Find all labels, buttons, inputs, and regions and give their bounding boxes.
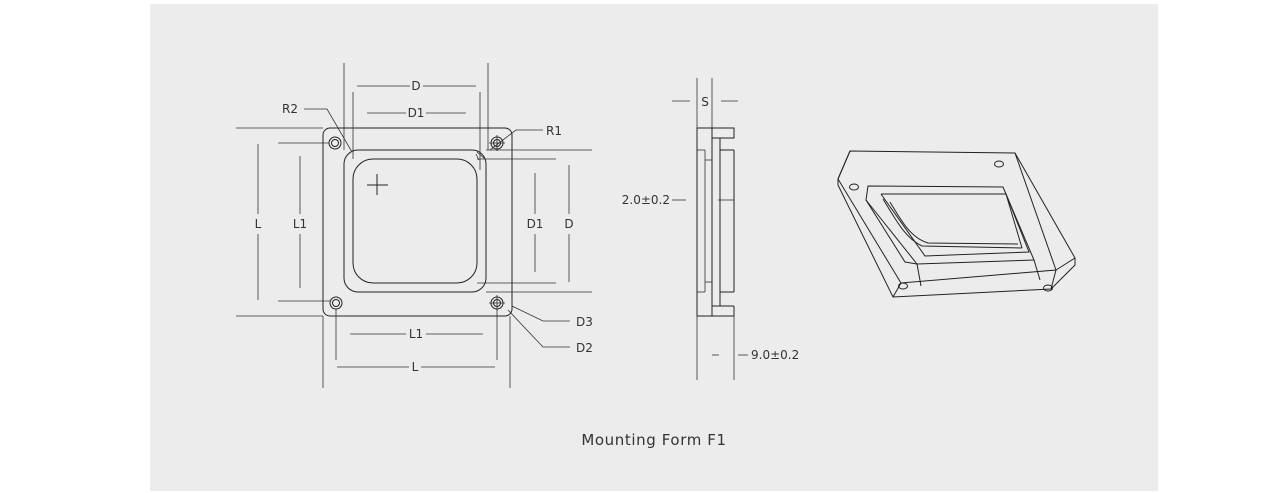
iso-hole-3 <box>898 282 908 290</box>
dim-label-left-outer: L <box>255 217 262 231</box>
outer-flange-outline <box>322 127 513 317</box>
figure-caption: Mounting Form F1 <box>581 431 726 449</box>
dim-label-top-inner: D1 <box>408 106 425 120</box>
hole-label-small: D3 <box>576 315 593 329</box>
radius-label-inner: R1 <box>546 124 562 138</box>
dim-label-thickness: S <box>701 95 709 109</box>
dim-label-flange-height: 2.0±0.2 <box>622 193 670 207</box>
front-view: D D1 L L1 D1 D L1 L R2 R1 D3 D2 <box>236 63 593 388</box>
iso-hole-2 <box>994 160 1004 168</box>
inner-frame-outline <box>343 149 487 293</box>
radius-label-outer: R2 <box>282 102 298 116</box>
hole-bottom-left <box>329 296 343 310</box>
hole-label-large: D2 <box>576 341 593 355</box>
hole-top-right <box>489 135 505 151</box>
dim-label-right-inner: D1 <box>527 217 544 231</box>
dim-label-bottom-outer: L <box>412 360 419 374</box>
dim-label-top-outer: D <box>411 79 420 93</box>
dimension-lines <box>257 85 570 368</box>
side-profile-main <box>696 127 735 317</box>
iso-hole-1 <box>849 183 859 191</box>
isometric-view <box>837 150 1076 298</box>
leader-lines <box>304 108 570 348</box>
dim-label-depth: 9.0±0.2 <box>751 348 799 362</box>
extension-lines <box>236 63 592 388</box>
dim-label-right-outer: D <box>564 217 573 231</box>
hole-bottom-right <box>489 295 505 311</box>
iso-hole-4 <box>1043 284 1053 292</box>
side-view: S 2.0±0.2 9.0±0.2 <box>622 78 799 380</box>
window-opening <box>352 158 478 284</box>
hole-top-left <box>328 136 342 150</box>
side-dimension-lines <box>672 78 748 380</box>
dim-label-bottom-inner: L1 <box>409 327 423 341</box>
dim-label-left-inner: L1 <box>293 217 307 231</box>
